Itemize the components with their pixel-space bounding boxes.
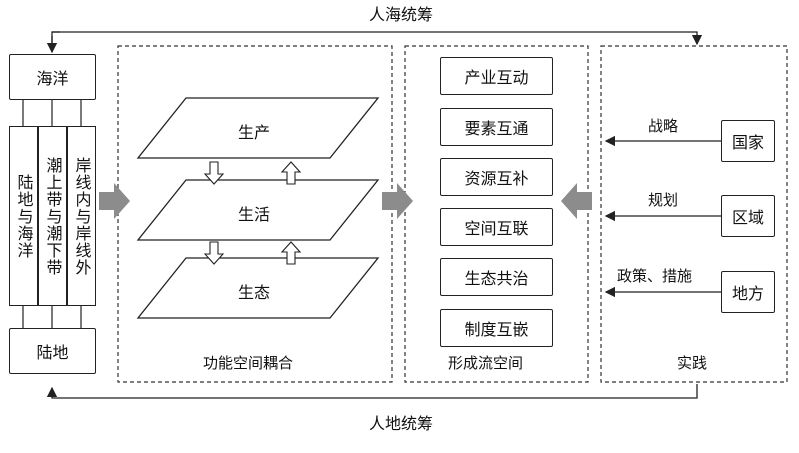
arrow-label-planning: 规划 [648,191,679,209]
zone-column-label: 潮上带与潮下带 [43,156,63,276]
down-arrow-1 [203,161,225,185]
coupling-caption: 功能空间耦合 [203,354,294,372]
flow-item: 空间互联 [440,208,553,246]
arrow-label-strategy: 战略 [648,117,679,135]
zone-column-land-sea: 陆地与海洋 [9,126,38,306]
zone-columns: 陆地与海洋 潮上带与潮下带 岸线内与岸线外 [9,126,96,306]
level-box-local: 地方 [721,271,775,313]
flow-item: 生态共治 [440,258,553,296]
plane-production [136,97,380,159]
zone-column-shoreline: 岸线内与岸线外 [67,126,96,306]
practice-frame [600,45,788,383]
flow-caption: 形成流空间 [448,354,524,372]
sea-coordination-connector [51,31,703,52]
grey-arrow-to-flow [382,183,413,219]
level-box-national: 国家 [721,120,775,162]
practice-caption: 实践 [677,354,708,372]
sea-coordination-label: 人海统筹 [369,5,434,24]
land-coordination-label: 人地统筹 [369,414,434,433]
level-box-regional: 区域 [721,195,775,237]
flow-item: 产业互动 [440,57,553,95]
land-box: 陆地 [9,328,96,374]
flow-frame [404,45,589,383]
up-arrow-2 [280,241,302,265]
ocean-box: 海洋 [9,54,96,100]
down-arrow-2 [203,241,225,265]
zone-column-label: 陆地与海洋 [14,173,34,259]
plane-living [136,179,380,241]
land-coordination-connector [46,384,698,399]
plane-label-production: 生产 [238,123,271,142]
plane-label-living: 生活 [238,205,271,224]
grey-arrow-from-practice [561,183,592,219]
up-arrow-1 [280,161,302,185]
flow-item: 制度互嵌 [440,309,553,347]
zone-column-tidal: 潮上带与潮下带 [38,126,67,306]
arrow-label-policy: 政策、措施 [617,267,693,285]
plane-label-ecology: 生态 [238,283,271,302]
flow-item: 资源互补 [440,158,553,196]
grey-arrow-to-coupling [99,183,130,219]
zone-column-label: 岸线内与岸线外 [72,156,92,276]
plane-ecology [136,257,380,319]
flow-item: 要素互通 [440,108,553,146]
